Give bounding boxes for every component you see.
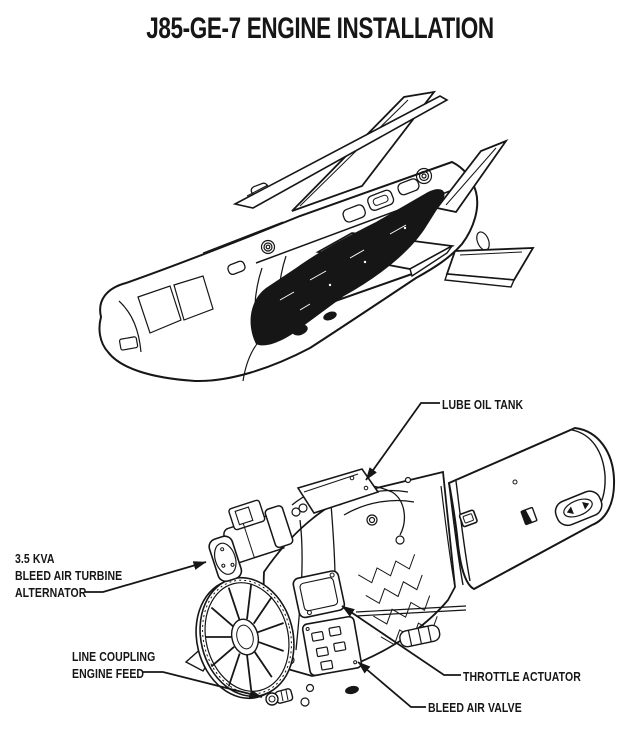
callout-text: THROTTLE ACTUATOR bbox=[463, 670, 581, 684]
callout-text: ENGINE FEED bbox=[72, 667, 145, 681]
leader-bleed-air-valve bbox=[357, 661, 426, 708]
leader-lines bbox=[85, 402, 461, 708]
callout-text: BLEED AIR TURBINE bbox=[15, 569, 123, 583]
callout-text: ALTERNATOR bbox=[15, 586, 87, 600]
inlet-guide-vanes bbox=[205, 583, 284, 691]
leader-engine-feed bbox=[143, 671, 263, 699]
engine-mount-bracket bbox=[296, 468, 380, 514]
leader-alternator bbox=[85, 561, 207, 593]
callout-lube-oil-tank: LUBE OIL TANK bbox=[442, 397, 523, 414]
line-coupling-engine-feed bbox=[265, 685, 359, 707]
throttle-actuator-box bbox=[292, 570, 346, 619]
bleed-air-turbine-alternator bbox=[208, 499, 294, 583]
drone-engine-silhouette bbox=[250, 189, 445, 346]
callout-bleed-air-valve: BLEED AIR VALVE bbox=[428, 700, 522, 717]
callout-text: 3.5 KVA bbox=[15, 552, 55, 566]
tailpipe bbox=[447, 426, 616, 591]
tailpipe-access-panel bbox=[554, 490, 603, 527]
drone-fuselage bbox=[98, 160, 479, 383]
callout-alternator: 3.5 KVA BLEED AIR TURBINE ALTERNATOR bbox=[15, 551, 122, 602]
far-wing-sliver bbox=[232, 95, 449, 209]
leader-lube-oil-tank bbox=[365, 402, 440, 481]
leader-throttle-actuator bbox=[341, 605, 461, 676]
callout-throttle-actuator: THROTTLE ACTUATOR bbox=[463, 669, 581, 686]
engine-figure bbox=[85, 402, 616, 708]
deck-hatches bbox=[227, 178, 420, 276]
callout-text: LINE COUPLING bbox=[72, 650, 156, 664]
callout-text: BLEED AIR VALVE bbox=[428, 701, 522, 715]
inlet-fan bbox=[184, 576, 295, 700]
nose-access-hatch bbox=[118, 336, 139, 351]
callout-engine-feed: LINE COUPLING ENGINE FEED bbox=[72, 649, 155, 683]
drone-cutaway-figure bbox=[98, 90, 535, 383]
bleed-air-valve-body bbox=[301, 615, 363, 677]
page-title: J85-GE-7 ENGINE INSTALLATION bbox=[146, 12, 494, 45]
callout-text: LUBE OIL TANK bbox=[442, 398, 524, 412]
deck-fittings bbox=[260, 167, 433, 255]
